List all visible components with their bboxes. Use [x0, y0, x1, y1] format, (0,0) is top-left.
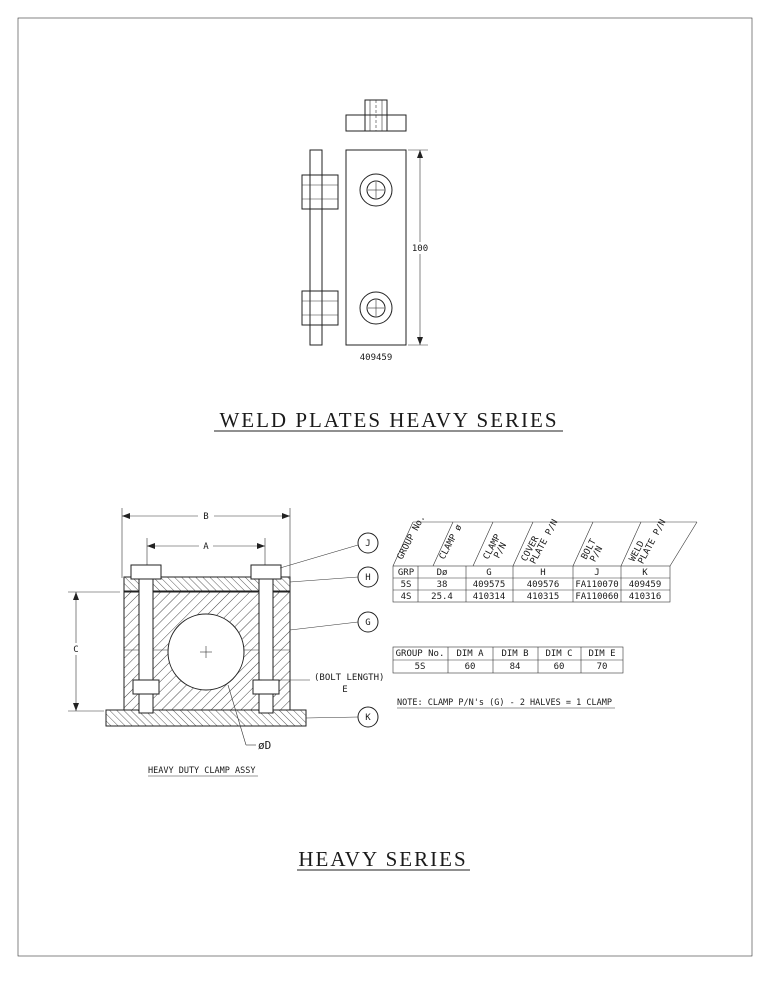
weld-plate-drawing: 100 409459	[301, 99, 430, 363]
svg-text:H: H	[365, 573, 370, 583]
sheet-border	[17, 17, 753, 957]
svg-text:K: K	[365, 713, 371, 723]
weld-plate-side-view	[301, 149, 339, 346]
parts-table-row: 5S 38 409575 409576 FA110070 409459	[401, 580, 662, 590]
clamp-dim-a: A	[203, 542, 209, 552]
clamp-dim-d: øD	[258, 739, 271, 752]
dim-header-b: DIM B	[501, 649, 528, 659]
parts-sub-j: J	[594, 568, 599, 578]
bolt-length-label: (BOLT LENGTH)	[314, 673, 384, 683]
parts-sub-g: G	[486, 568, 491, 578]
weld-plate-dimension: 100	[408, 149, 430, 346]
callout-j: J	[279, 532, 379, 569]
svg-text:38: 38	[437, 580, 448, 590]
svg-text:409576: 409576	[527, 580, 560, 590]
dim-header-c: DIM C	[545, 649, 572, 659]
parts-sub-d: Dø	[437, 568, 448, 578]
parts-table-row: 4S 25.4 410314 410315 FA110060 410316	[401, 592, 662, 602]
weld-plate-dim-100: 100	[412, 244, 428, 254]
svg-text:60: 60	[554, 662, 565, 672]
svg-text:70: 70	[597, 662, 608, 672]
svg-text:410315: 410315	[527, 592, 560, 602]
svg-text:J: J	[365, 539, 370, 549]
clamp-dim-b: B	[203, 512, 208, 522]
clamp-note: NOTE: CLAMP P/N's (G) - 2 HALVES = 1 CLA…	[397, 698, 612, 708]
svg-text:409459: 409459	[629, 580, 662, 590]
callout-k: K	[305, 706, 379, 728]
bolt-length-e: E	[342, 685, 347, 695]
parts-header-group: GROUP No.	[396, 514, 428, 562]
dim-header-group: GROUP No.	[396, 649, 445, 659]
svg-text:409575: 409575	[473, 580, 506, 590]
dim-header-e: DIM E	[588, 649, 615, 659]
dim-table-row: 5S 60 84 60 70	[415, 662, 608, 672]
callout-h: H	[289, 566, 379, 588]
parts-sub-h: H	[540, 568, 545, 578]
svg-text:410314: 410314	[473, 592, 506, 602]
callout-g: G	[289, 611, 379, 633]
svg-text:5S: 5S	[401, 580, 412, 590]
clamp-dim-c: C	[73, 645, 78, 655]
clamp-assy-caption: HEAVY DUTY CLAMP ASSY	[148, 766, 255, 776]
svg-text:5S: 5S	[415, 662, 426, 672]
svg-text:60: 60	[465, 662, 476, 672]
clamp-assembly-drawing: B A C	[68, 508, 384, 752]
svg-text:410316: 410316	[629, 592, 662, 602]
parts-sub-k: K	[642, 568, 648, 578]
parts-table: GROUP No. CLAMP ø CLAMPP/N COVERPLATE P/…	[392, 514, 698, 603]
weld-plate-front-view	[345, 149, 407, 346]
svg-text:84: 84	[510, 662, 521, 672]
svg-text:G: G	[365, 618, 370, 628]
weld-plate-part-number: 409459	[360, 353, 393, 363]
dimension-table: GROUP No. DIM A DIM B DIM C DIM E 5S 60 …	[392, 646, 624, 674]
parts-header-clamp-dia: CLAMP ø	[438, 523, 465, 562]
parts-sub-grp: GRP	[398, 568, 415, 578]
svg-text:FA110060: FA110060	[575, 592, 618, 602]
svg-text:4S: 4S	[401, 592, 412, 602]
dim-header-a: DIM A	[456, 649, 484, 659]
weld-plates-title: WELD PLATES HEAVY SERIES	[219, 408, 558, 432]
weld-plate-top-view	[345, 99, 407, 132]
svg-text:25.4: 25.4	[431, 592, 453, 602]
svg-text:FA110070: FA110070	[575, 580, 618, 590]
heavy-series-title: HEAVY SERIES	[298, 847, 467, 871]
